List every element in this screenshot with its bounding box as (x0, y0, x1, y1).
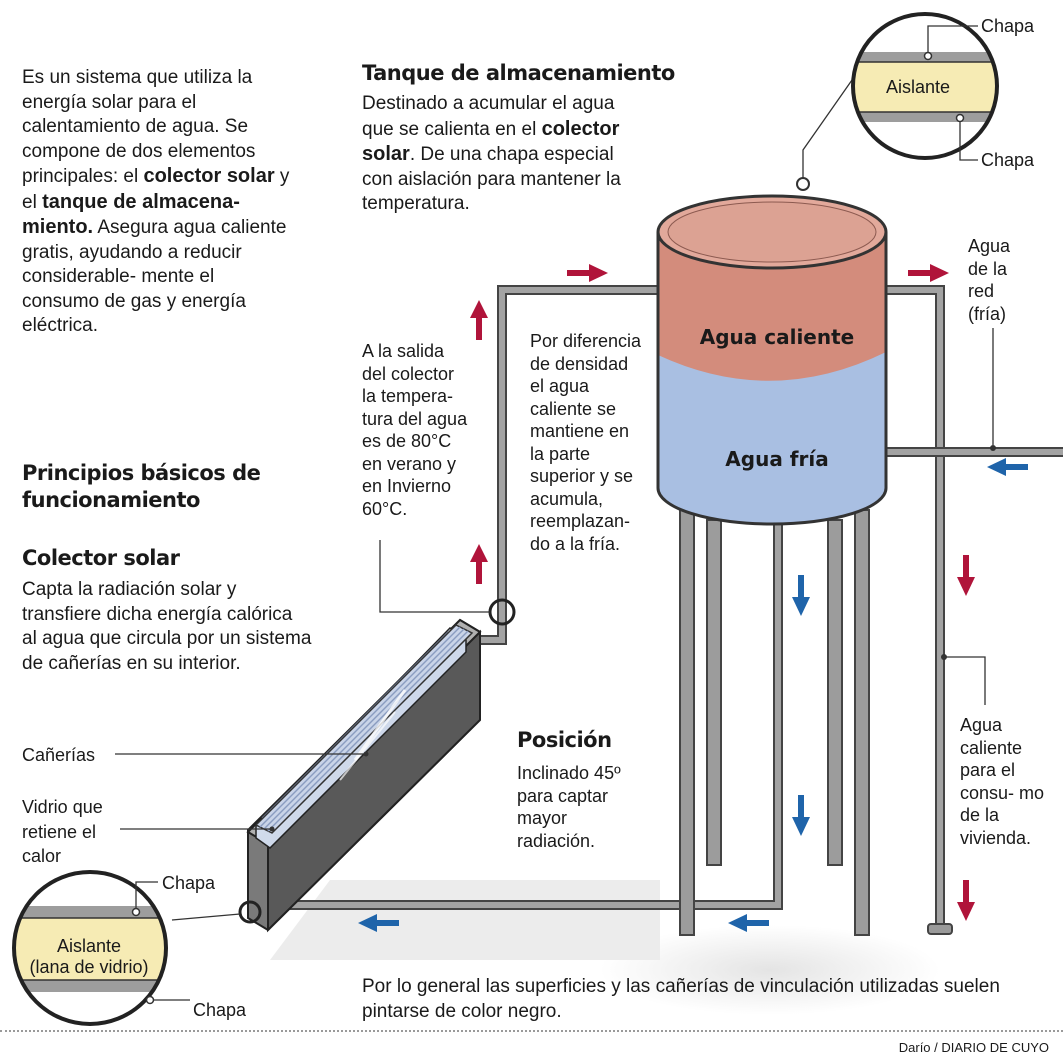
arrow-cold-left-3 (358, 914, 399, 932)
arrow-hot-up-1 (470, 300, 488, 340)
tank-layer-detail: Aislante (851, 12, 999, 161)
agua-red-label: Agua de la red (fría) (968, 236, 1011, 324)
tanque-text-1: Destinado a acumular el agua que se cali… (362, 93, 615, 140)
arrow-hot-right-1 (567, 264, 608, 282)
pipes (267, 285, 1063, 933)
salida-note: A la salida del colector la tempera- tur… (362, 341, 468, 519)
agua-consumo-label: Agua caliente para el consu- mo de la vi… (960, 715, 1045, 848)
collector-insulation-label: Aislante (57, 936, 121, 956)
footer-divider (0, 1030, 1063, 1032)
arrow-hot-up-2 (470, 544, 488, 584)
tank-layer-bottom-label: Chapa (981, 150, 1035, 170)
credit-label: Darío / DIARIO DE CUYO (898, 1040, 1049, 1055)
colector-description: Capta la radiación solar y transfiere di… (22, 579, 312, 674)
tanque-bold-colector: colector solar (362, 117, 620, 166)
tank-layer-top-label: Chapa (981, 16, 1035, 36)
intro-paragraph: Es un sistema que utiliza la energía sol… (22, 66, 292, 339)
posicion-text: Inclinado 45º para captar mayor radiació… (517, 763, 621, 851)
intro-text-3: Asegura agua caliente gratis, ayudando a… (22, 217, 287, 336)
intro-bold-tanque: tanque de almacena- miento. (22, 190, 240, 239)
outlet-cap (927, 923, 953, 935)
principios-title: Principios básicos de funcionamiento (22, 461, 261, 512)
collector-layer-bottom-label: Chapa (193, 1000, 247, 1020)
arrow-cold-down-2 (792, 795, 810, 836)
intro-text-1: Es un sistema que utiliza la energía sol… (22, 67, 256, 187)
posicion-title: Posición (517, 728, 612, 752)
intro-bold-colector: colector solar (143, 165, 275, 187)
collector-shadow (270, 880, 660, 960)
arrow-cold-left-2 (728, 914, 769, 932)
tank-insulation-label: Aislante (886, 77, 950, 97)
tank-legs (679, 509, 870, 936)
flow-arrows-hot (470, 264, 975, 921)
arrow-hot-down-2 (957, 880, 975, 921)
tanque-text-2: . De una chapa especial con aislación pa… (362, 144, 621, 214)
hot-outlet-pipe (880, 285, 945, 933)
arrow-hot-right-2 (908, 264, 949, 282)
arrow-hot-down-1 (957, 555, 975, 596)
collector-layer-top-label: Chapa (162, 873, 216, 893)
cold-water-label: Agua fría (725, 447, 828, 471)
hot-water-label: Agua caliente (700, 325, 854, 349)
tanque-title: Tanque de almacenamiento (362, 61, 675, 85)
collector-bottom-joint (238, 900, 262, 924)
flow-arrows-cold (358, 458, 1028, 932)
colector-title: Colector solar (22, 546, 180, 570)
ground-shadow (600, 925, 940, 1015)
densidad-note: Por diferencia de densidad el agua calie… (530, 331, 642, 554)
arrow-cold-left-1 (987, 458, 1028, 476)
arrow-cold-down-1 (792, 575, 810, 616)
intro-text-2: y el (22, 166, 290, 213)
collector-insulation-sublabel: (lana de vidrio) (29, 957, 148, 977)
vidrio-label: Vidrio que retiene el calor (22, 797, 103, 866)
collector-layer-detail: Aislante (lana de vidrio) (12, 870, 241, 1026)
footer-note: Por lo general las superficies y las cañ… (362, 976, 1000, 1022)
tanque-description: Destinado a acumular el agua que se cali… (362, 92, 632, 217)
storage-tank: Agua caliente Agua fría (656, 194, 888, 526)
canerias-label: Cañerías (22, 745, 96, 765)
solar-collector (246, 618, 482, 933)
tank-callout-dot (796, 177, 810, 191)
